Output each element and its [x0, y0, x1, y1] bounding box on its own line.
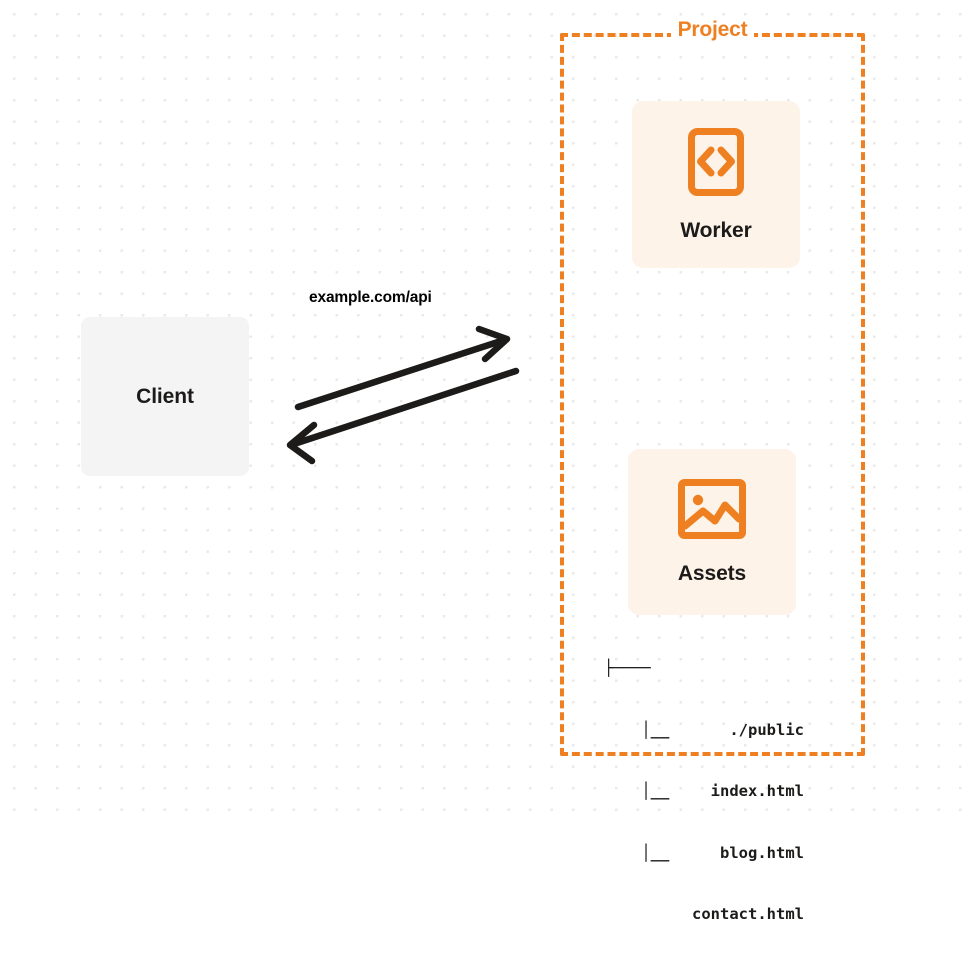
edge-label-example-api: example.com/api — [309, 289, 432, 306]
image-icon — [677, 478, 747, 545]
file-tree-row: │__ contact.html — [604, 843, 804, 924]
node-assets[interactable]: Assets — [628, 449, 796, 615]
node-client-label: Client — [136, 384, 194, 408]
file-tree-row: │__ blog.html — [604, 781, 804, 862]
tree-item-name: index.html — [710, 782, 804, 800]
node-client[interactable]: Client — [81, 317, 249, 476]
tree-branch-glyph: │__ — [604, 843, 670, 862]
tree-item-name: contact.html — [692, 905, 804, 923]
project-title-text: Project — [670, 18, 755, 41]
tree-branch-glyph: │__ — [604, 720, 670, 739]
file-tree-row: ├──── ./public — [604, 658, 804, 739]
response-arrow-icon — [286, 367, 520, 465]
diagram-canvas: Client example.com/api Project Worker — [0, 0, 980, 923]
tree-branch-glyph: ├──── — [604, 659, 651, 677]
assets-file-tree: ├──── ./public │__ index.html │__ blog.h… — [604, 617, 804, 924]
node-worker-label: Worker — [680, 218, 752, 242]
tree-item-name: ./public — [729, 720, 804, 739]
project-title: Project — [560, 18, 865, 42]
code-brackets-icon — [687, 127, 745, 202]
request-arrow-icon — [294, 325, 511, 411]
node-assets-label: Assets — [677, 562, 747, 585]
file-tree-row: │__ index.html — [604, 720, 804, 801]
node-worker[interactable]: Worker — [632, 101, 800, 268]
tree-branch-glyph: │__ — [604, 782, 670, 800]
